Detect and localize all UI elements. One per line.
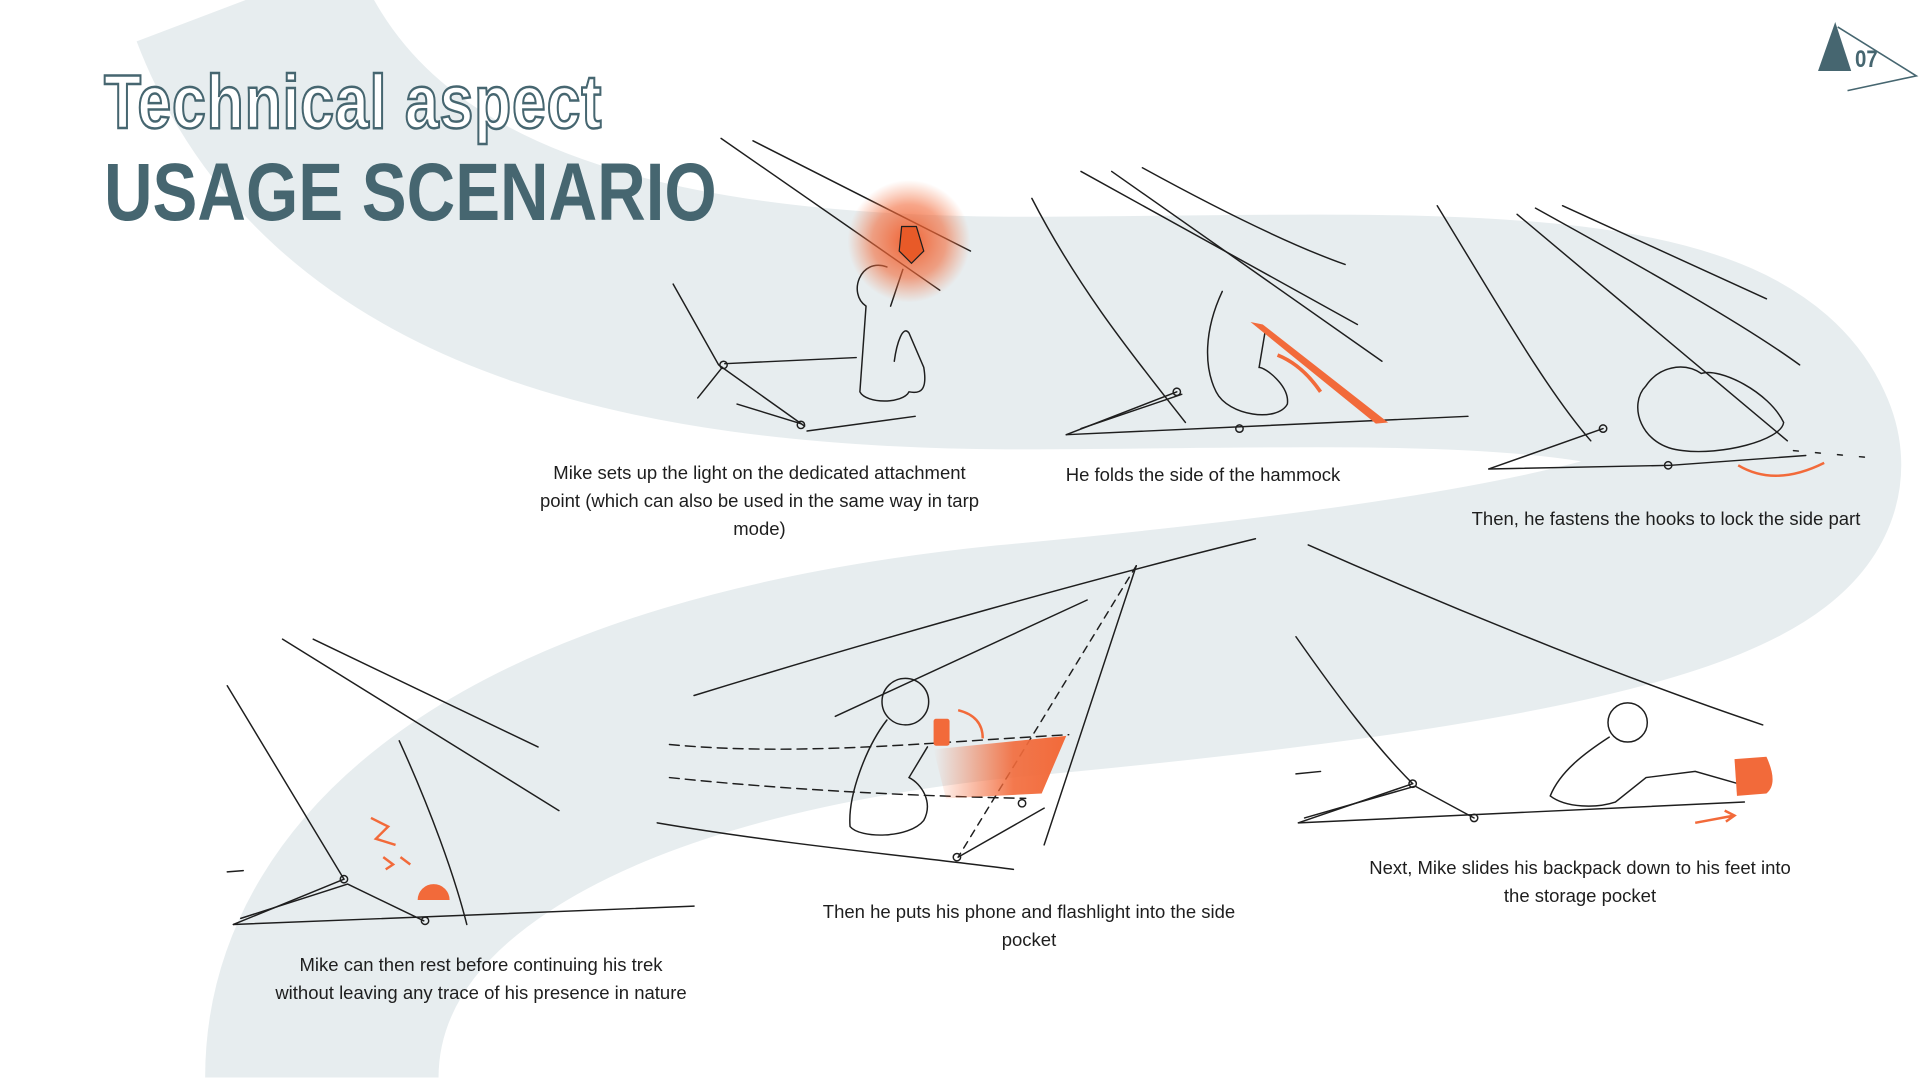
sleep-z-icon xyxy=(370,816,412,871)
caption-step-1: Mike sets up the light on the dedicated … xyxy=(539,462,980,539)
slide-arrow xyxy=(1694,809,1737,825)
side-pocket xyxy=(933,735,1067,799)
pocket-arrow xyxy=(957,709,984,739)
caption-step-2: He folds the side of the hammock xyxy=(1065,464,1341,485)
section-title: Technical aspect xyxy=(103,59,603,147)
scene-fold-side xyxy=(1031,167,1469,436)
caption-step-4: Next, Mike slides his backpack down to h… xyxy=(1369,857,1791,906)
page-title: USAGE SCENARIO xyxy=(104,147,717,238)
scene-side-pocket xyxy=(656,538,1257,871)
scene-rest xyxy=(226,638,695,926)
lamp-icon xyxy=(898,225,925,265)
caption-step-3: Then, he fastens the hooks to lock the s… xyxy=(1471,508,1861,529)
rest-marker xyxy=(417,884,450,900)
orange-highlights xyxy=(370,180,1825,900)
caption-step-5: Then he puts his phone and flashlight in… xyxy=(822,901,1236,950)
scene-backpack xyxy=(1295,544,1764,824)
hooks-arrow xyxy=(1737,461,1825,477)
scene-fasten-hooks xyxy=(1436,204,1875,470)
page-logo xyxy=(1818,22,1919,92)
fold-arrow xyxy=(1276,353,1323,393)
backpack xyxy=(1734,756,1773,796)
background-swoosh xyxy=(136,0,1902,1080)
folded-side xyxy=(1250,322,1389,424)
phone-icon xyxy=(933,718,950,746)
page-number: 07 xyxy=(1855,46,1878,73)
caption-step-6: Mike can then rest before continuing his… xyxy=(275,954,687,1003)
